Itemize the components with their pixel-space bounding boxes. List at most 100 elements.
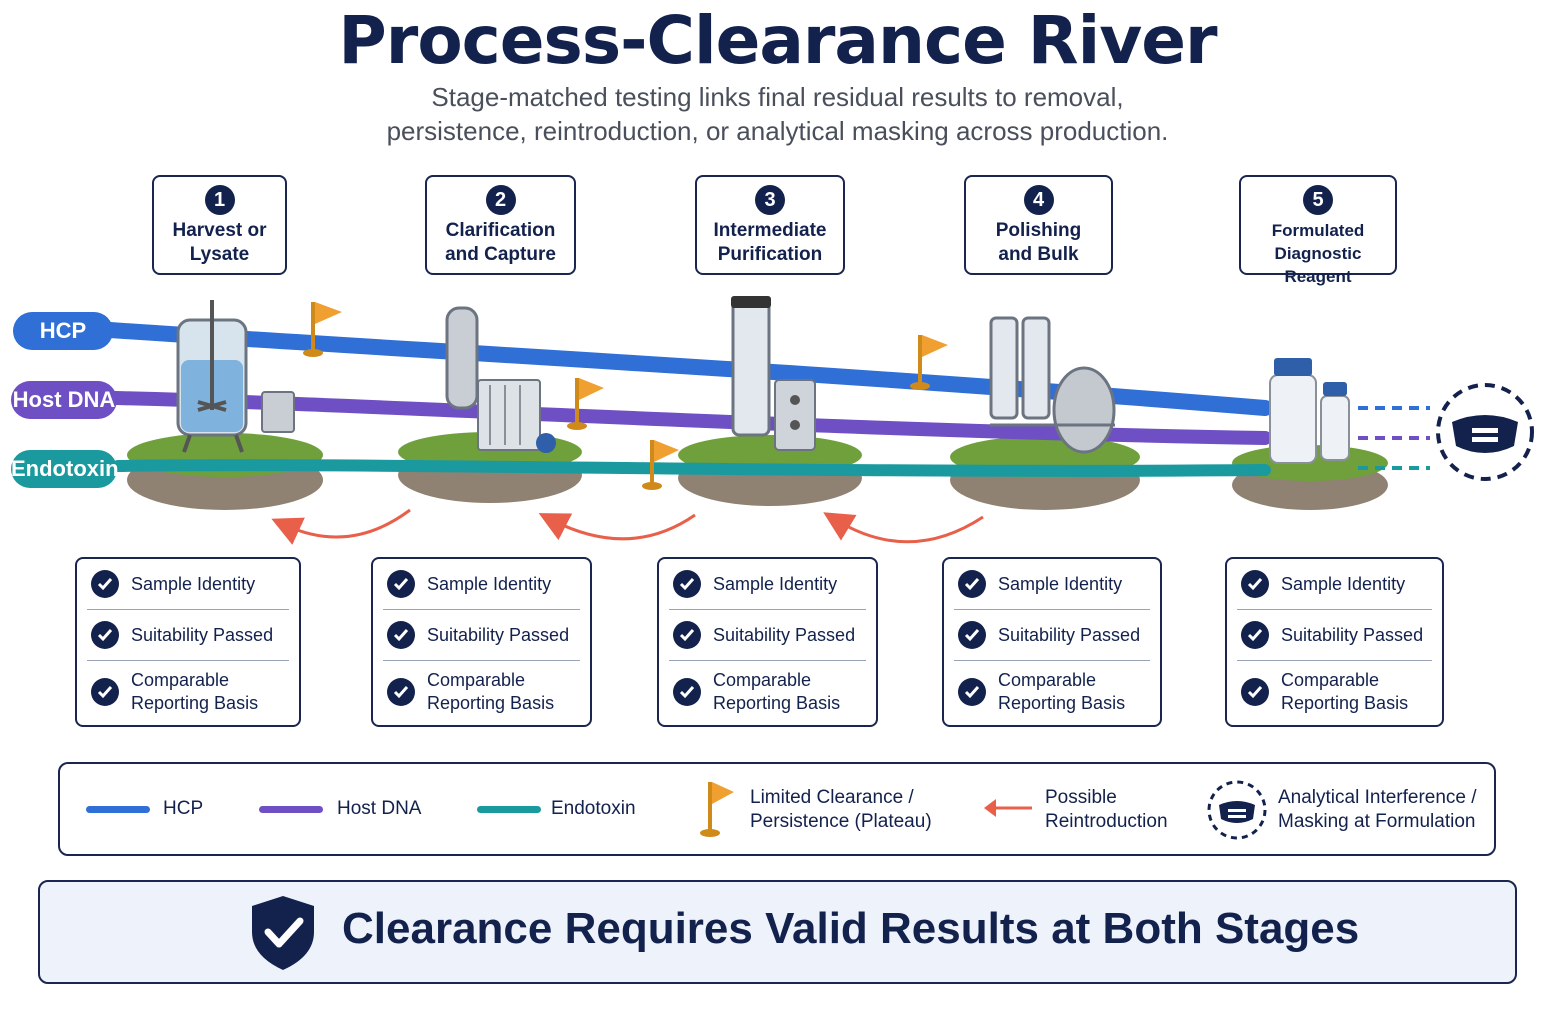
check-icon	[1241, 570, 1269, 598]
page-title: Process-Clearance River	[338, 2, 1217, 79]
checklist-text: Suitability Passed	[427, 624, 570, 645]
check-icon	[673, 570, 701, 598]
check-icon	[958, 621, 986, 649]
checklist-text: Suitability Passed	[131, 624, 274, 645]
checklist-card-stage-4: Sample Identity Suitability Passed Compa…	[942, 557, 1162, 727]
stage-5-box: 5 Formulated Diagnostic Reagent	[1239, 175, 1397, 286]
check-icon	[387, 678, 415, 706]
legend-endotoxin-swatch	[477, 806, 541, 813]
checklist-row: Suitability Passed	[669, 610, 866, 661]
check-icon	[91, 678, 119, 706]
checklist-text: Sample Identity	[427, 573, 552, 594]
checklist-text: Suitability Passed	[713, 624, 856, 645]
stage-1-label-line2: Lysate	[189, 244, 250, 265]
stage-5-label-line1: Formulated	[1271, 221, 1365, 240]
subtitle-line-1: Stage-matched testing links final residu…	[431, 82, 1124, 112]
stage-1-box: 1 Harvest or Lysate	[152, 175, 287, 275]
plateau-flag-icon	[567, 378, 604, 430]
stage-5-number: 5	[1303, 185, 1333, 215]
stage-3-box: 3 Intermediate Purification	[695, 175, 845, 275]
checklist-text: Sample Identity	[713, 573, 838, 594]
stage-3-label-line1: Intermediate	[713, 220, 827, 241]
legend-arrow-icon	[984, 799, 1032, 817]
endotoxin-badge: Endotoxin	[11, 450, 119, 488]
check-icon	[91, 621, 119, 649]
reintroduction-arrow-icon	[823, 512, 984, 544]
checklist-text: Sample Identity	[998, 573, 1123, 594]
check-icon	[958, 570, 986, 598]
stage-1-number: 1	[204, 185, 235, 215]
legend-endotoxin-label: Endotoxin	[551, 798, 636, 819]
bioreactor-icon	[176, 300, 295, 453]
subtitle-line-2: persistence, reintroduction, or analytic…	[386, 116, 1169, 146]
reintroduction-arrow-icon	[538, 513, 696, 541]
host-dna-badge: Host DNA	[11, 381, 117, 419]
check-icon	[673, 621, 701, 649]
checklist-card-stage-2: Sample Identity Suitability Passed Compa…	[371, 557, 592, 727]
checklist-row: Sample Identity	[669, 559, 866, 610]
legend-hcp-swatch	[86, 806, 150, 813]
reagent-vials-icon	[1269, 358, 1350, 464]
check-icon	[387, 621, 415, 649]
capture-column-icon	[445, 306, 556, 453]
river-scene	[102, 296, 1534, 545]
legend-dna-swatch	[259, 806, 323, 813]
plateau-flag-icon	[303, 302, 342, 357]
check-icon	[958, 678, 986, 706]
shield-check-icon	[252, 896, 314, 970]
checklist-text: Suitability Passed	[998, 624, 1141, 645]
checklist-card-stage-5: Sample Identity Suitability Passed Compa…	[1225, 557, 1444, 727]
checklist-row: Sample Identity	[383, 559, 580, 610]
stage-2-label-line2: and Capture	[445, 244, 556, 265]
legend-dna-label: Host DNA	[337, 798, 422, 819]
checklist-row: Suitability Passed	[1237, 610, 1432, 661]
stage-2-label-line1: Clarification	[445, 220, 556, 241]
checklist-row: Suitability Passed	[87, 610, 289, 661]
checklist-card-stage-1: Sample Identity Suitability Passed Compa…	[75, 557, 301, 727]
endotoxin-stream	[112, 459, 1271, 477]
stage-4-label-line1: Polishing	[995, 220, 1082, 241]
checklist-row: Suitability Passed	[383, 610, 580, 661]
legend-flag-icon	[700, 782, 734, 837]
checklist-row: Sample Identity	[1237, 559, 1432, 610]
stage-3-number: 3	[755, 185, 785, 215]
legend-mask-label: Analytical Interference /Masking at Form…	[1278, 787, 1477, 832]
checklist-text: Sample Identity	[131, 573, 256, 594]
stage-4-number: 4	[1023, 185, 1054, 215]
reintroduction-arrow-icon	[271, 508, 411, 545]
stage-2-number: 2	[485, 185, 516, 215]
checklist-row: Sample Identity	[87, 559, 289, 610]
checklist-text: Suitability Passed	[1281, 624, 1424, 645]
check-icon	[387, 570, 415, 598]
stage-4-box: 4 Polishing and Bulk	[964, 175, 1113, 275]
check-icon	[1241, 621, 1269, 649]
checklist-row: Sample Identity	[954, 559, 1150, 610]
stage-5-label-line2: Diagnostic Reagent	[1274, 244, 1362, 286]
hcp-badge: HCP	[13, 312, 113, 350]
plateau-flag-icon	[642, 440, 679, 490]
stage-3-label-line2: Purification	[717, 244, 823, 265]
conclusion-banner: Clearance Requires Valid Results at Both…	[38, 880, 1517, 984]
legend-flag-label: Limited Clearance /Persistence (Plateau)	[750, 787, 932, 832]
legend-mask-icon	[1207, 780, 1267, 840]
analytical-masking-icon	[1436, 383, 1534, 481]
stage-2-box: 2 Clarification and Capture	[425, 175, 576, 275]
check-icon	[1241, 678, 1269, 706]
checklist-row: Suitability Passed	[954, 610, 1150, 661]
stage-4-label-line2: and Bulk	[998, 244, 1079, 265]
stage-1-label-line1: Harvest or	[172, 220, 267, 241]
banner-text: Clearance Requires Valid Results at Both…	[342, 904, 1360, 953]
check-icon	[673, 678, 701, 706]
polishing-equipment-icon	[989, 316, 1116, 454]
purification-column-icon	[731, 296, 816, 451]
legend-hcp-label: HCP	[163, 798, 204, 819]
